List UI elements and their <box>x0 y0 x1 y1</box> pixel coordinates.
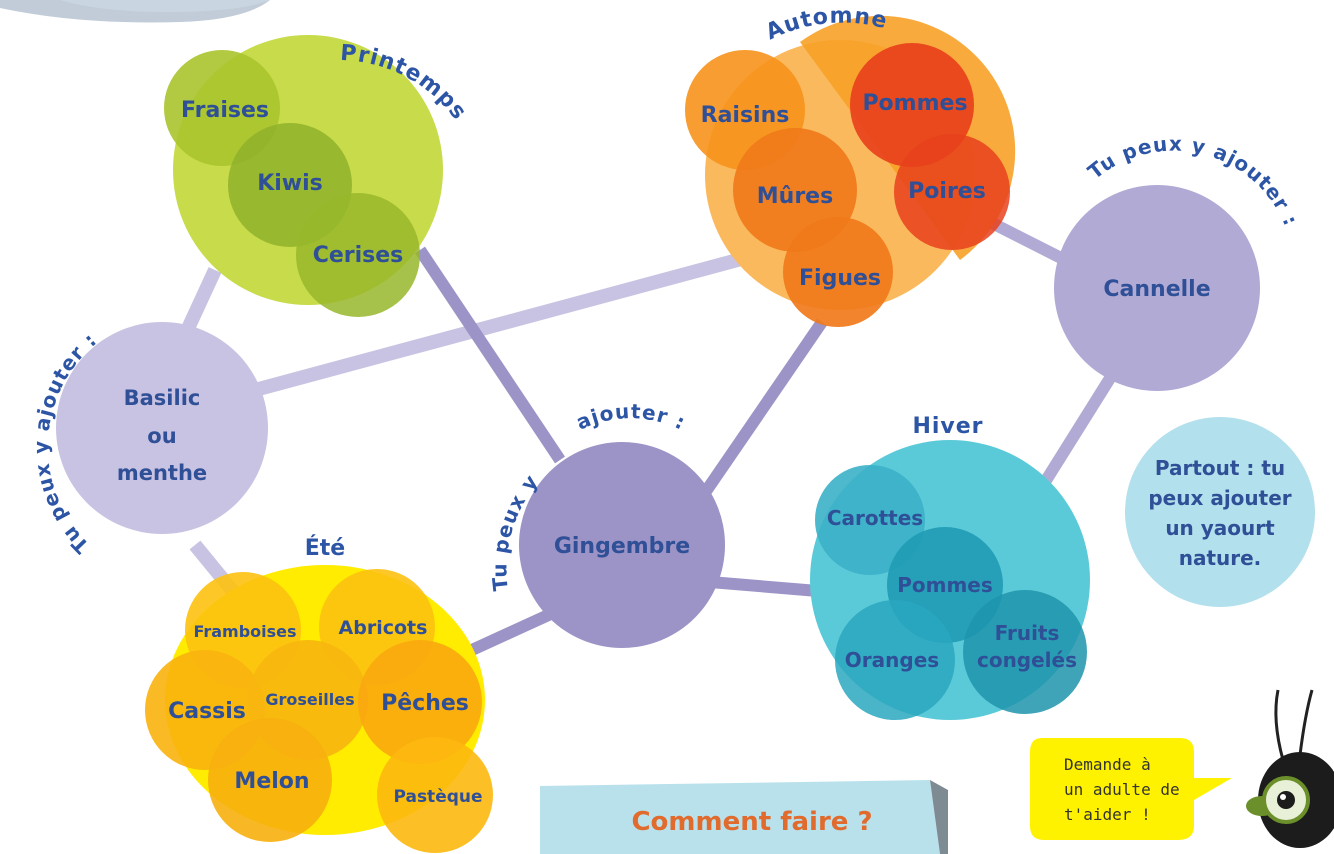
winter-fruit-label: Carottes <box>827 506 923 530</box>
autumn-fruit-label: Pommes <box>862 91 967 116</box>
summer-title: Été <box>305 535 345 561</box>
basil-line: Basilic <box>124 386 201 410</box>
line-basil-autumn <box>253 251 747 397</box>
ginger-arc-top: ajouter : <box>573 399 690 435</box>
autumn-cluster: Raisins Pommes Mûres Poires Figues Autom… <box>685 4 1016 327</box>
summer-cluster: Framboises Abricots Cassis Groseilles Pê… <box>145 535 493 853</box>
winter-fruit-label: Oranges <box>845 648 939 672</box>
bug-mascot-icon <box>1246 689 1334 848</box>
autumn-fruit-label: Poires <box>908 179 986 204</box>
summer-fruit-label: Groseilles <box>265 690 354 709</box>
spring-cluster: Fraises Kiwis Cerises Printemps <box>164 35 471 317</box>
speech-bubble-line: un adulte de <box>1064 780 1180 799</box>
yogurt-line: un yaourt <box>1165 516 1275 540</box>
winter-cluster: Carottes Pommes Oranges Fruits congelés … <box>810 414 1090 720</box>
line-autumn-ginger <box>695 318 827 504</box>
summer-fruit-label: Abricots <box>339 617 428 639</box>
line-cinnamon-winter <box>1034 371 1118 494</box>
spring-fruit-label: Kiwis <box>257 171 323 196</box>
corner-bowl-decoration <box>0 0 270 23</box>
line-spring-basil <box>178 267 222 338</box>
how-to-banner: Comment faire ? <box>540 780 948 854</box>
line-autumn-cinnamon <box>987 216 1068 266</box>
speech-bubble-line: Demande à <box>1064 755 1151 774</box>
spring-fruit-label: Fraises <box>181 98 269 123</box>
basil-node: Basilic ou menthe Tu peux y ajouter : <box>29 322 268 558</box>
speech-bubble-line: t'aider ! <box>1064 805 1151 824</box>
summer-fruit-label: Cassis <box>168 699 246 724</box>
summer-fruit-label: Pêches <box>381 691 469 716</box>
winter-fruit-label: Pommes <box>897 573 993 597</box>
cinnamon-label: Cannelle <box>1103 277 1210 302</box>
basil-line: menthe <box>117 461 207 485</box>
yogurt-line: nature. <box>1179 546 1262 570</box>
ginger-label: Gingembre <box>554 534 690 559</box>
autumn-fruit-label: Figues <box>799 266 881 291</box>
summer-fruit-label: Framboises <box>193 622 296 641</box>
line-spring-ginger <box>415 246 565 464</box>
basil-line: ou <box>147 424 176 448</box>
line-ginger-winter <box>709 576 831 598</box>
how-to-title: Comment faire ? <box>631 807 872 837</box>
yogurt-line: Partout : tu <box>1155 456 1285 480</box>
connector-lines <box>178 216 1118 666</box>
cinnamon-node: Cannelle Tu peux y ajouter : <box>1054 132 1302 391</box>
winter-title: Hiver <box>912 414 983 439</box>
winter-fruit-label: Fruits <box>995 621 1060 645</box>
yogurt-note: Partout : tu peux ajouter un yaourt natu… <box>1125 417 1315 607</box>
ginger-node: Gingembre Tu peux y ajouter : <box>487 399 725 648</box>
yogurt-line: peux ajouter <box>1148 486 1291 510</box>
autumn-fruit-label: Raisins <box>701 103 790 128</box>
summer-fruit-label: Melon <box>234 769 309 794</box>
spring-fruit-label: Cerises <box>313 243 404 268</box>
summer-fruit-label: Pastèque <box>393 787 482 807</box>
winter-fruit-label: congelés <box>977 648 1077 672</box>
autumn-fruit-label: Mûres <box>757 184 833 209</box>
speech-bubble: Demande à un adulte de t'aider ! <box>1030 738 1232 840</box>
